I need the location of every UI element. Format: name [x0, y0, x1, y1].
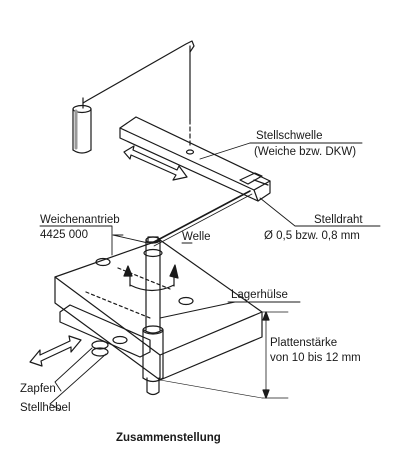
movement-arrow-upper — [123, 145, 188, 181]
thickness-dimension — [159, 311, 289, 399]
label-stellschwelle: Stellschwelle — [256, 130, 323, 142]
stellschwelle-bar — [119, 116, 271, 202]
signal-lever — [82, 40, 195, 146]
leader-lines — [39, 142, 381, 411]
rotation-arrow — [123, 264, 179, 292]
label-zapfen: Zapfen — [20, 383, 56, 395]
base-plate — [54, 239, 263, 381]
stellhebel-lever — [59, 304, 151, 358]
stelldraht-wire — [151, 190, 253, 247]
label-stellhebel: Stellhebel — [20, 402, 71, 414]
label-art-nr: 4425 000 — [40, 229, 88, 241]
label-plattenstaerke-range: von 10 bis 12 mm — [270, 352, 361, 364]
figure-caption: Zusammenstellung — [116, 432, 221, 444]
label-weichenantrieb: Weichenantrieb — [40, 214, 120, 226]
label-welle: Welle — [182, 231, 211, 243]
movement-arrow-lower — [29, 335, 82, 367]
label-stelldraht: Stelldraht — [314, 214, 363, 226]
label-plattenstaerke: Plattenstärke — [270, 337, 338, 349]
label-stellschwelle-note: (Weiche bzw. DKW) — [254, 146, 357, 158]
label-stelldraht-size: Ø 0,5 bzw. 0,8 mm — [264, 230, 360, 242]
signal-weight — [72, 104, 92, 154]
lagerhuelse-sleeve — [142, 325, 164, 396]
label-lagerhuelse: Lagerhülse — [231, 289, 288, 301]
